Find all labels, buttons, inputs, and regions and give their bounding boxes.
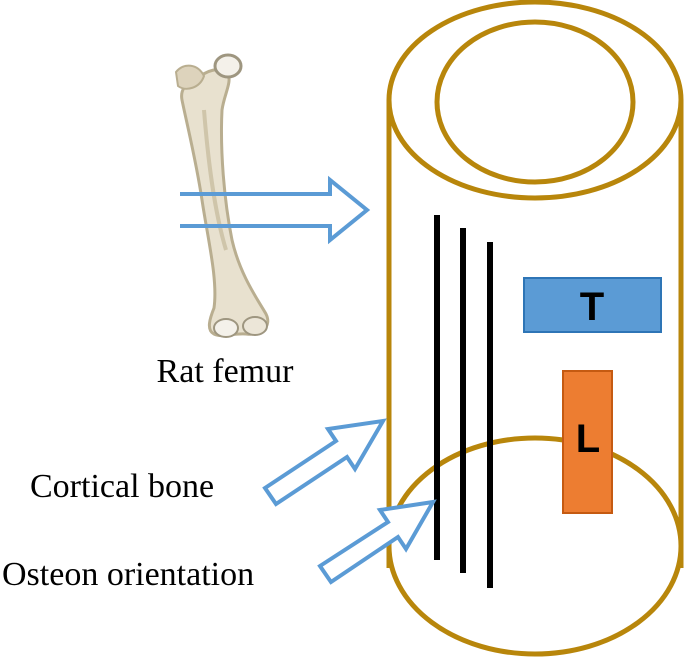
osteon-orientation-label: Osteon orientation (2, 556, 254, 593)
cylinder-top-ellipse (386, 0, 684, 201)
osteon-orientation-arrow-icon (317, 499, 437, 585)
longitudinal-sample-box: L (562, 370, 613, 514)
longitudinal-box-label: L (576, 417, 600, 461)
hollow-arrow-icon (180, 175, 371, 245)
cylinder-top-inner-ellipse (434, 19, 636, 185)
rat-femur-bone-icon (174, 53, 270, 338)
transverse-box-label: T (580, 285, 604, 329)
rat-femur-label: Rat femur (157, 353, 295, 390)
osteon-lines (434, 215, 493, 588)
transverse-sample-box: T (523, 277, 662, 333)
cortical-bone-label: Cortical bone (30, 468, 214, 505)
cortical-bone-cylinder (386, 0, 684, 657)
cylinder-bottom-ellipse (386, 435, 684, 657)
cortical-bone-arrow-icon (262, 418, 387, 507)
